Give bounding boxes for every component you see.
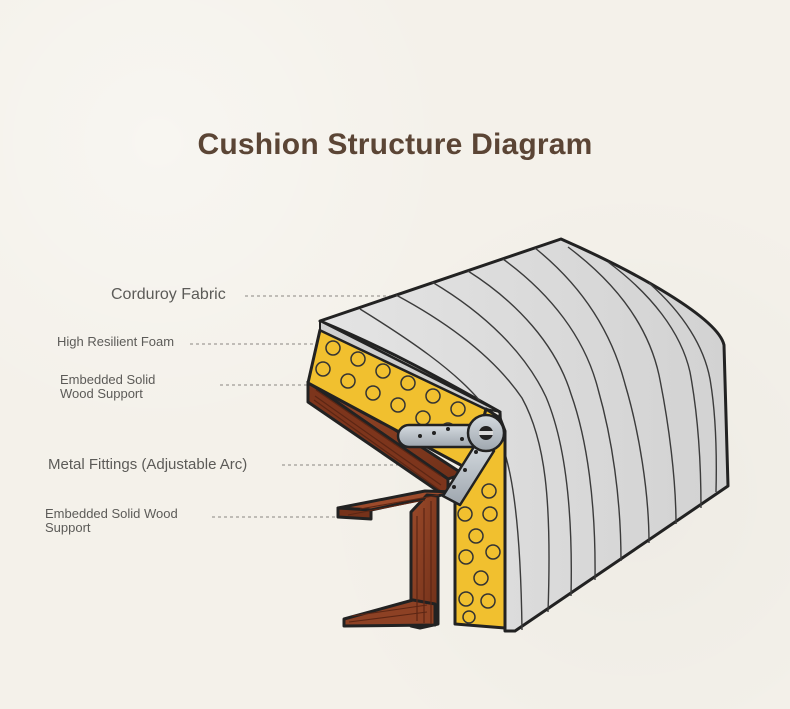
high-resilient-foam (306, 320, 507, 630)
lower-wood-label-line-1: Embedded Solid Wood (45, 506, 178, 521)
upper-wood-label-line-2: Wood Support (60, 385, 143, 401)
metal-fittings-label: Metal Fittings (Adjustable Arc) (48, 456, 248, 473)
corduroy-fabric-label: Corduroy Fabric (111, 286, 226, 303)
wood-lower-support (336, 489, 458, 630)
upper-wood-label: Embedded Solid Wood Support (60, 373, 155, 400)
lower-wood-label: Embedded Solid Wood Support (45, 507, 178, 534)
upper-wood-label-line-1: Embedded Solid (60, 372, 156, 387)
foam-label: High Resilient Foam (57, 334, 175, 349)
metal-fittings (396, 413, 506, 507)
lower-wood-label-line-2: Support (45, 519, 91, 535)
corduroy-fabric (318, 237, 730, 633)
diagram-title: Cushion Structure Diagram (197, 128, 593, 161)
